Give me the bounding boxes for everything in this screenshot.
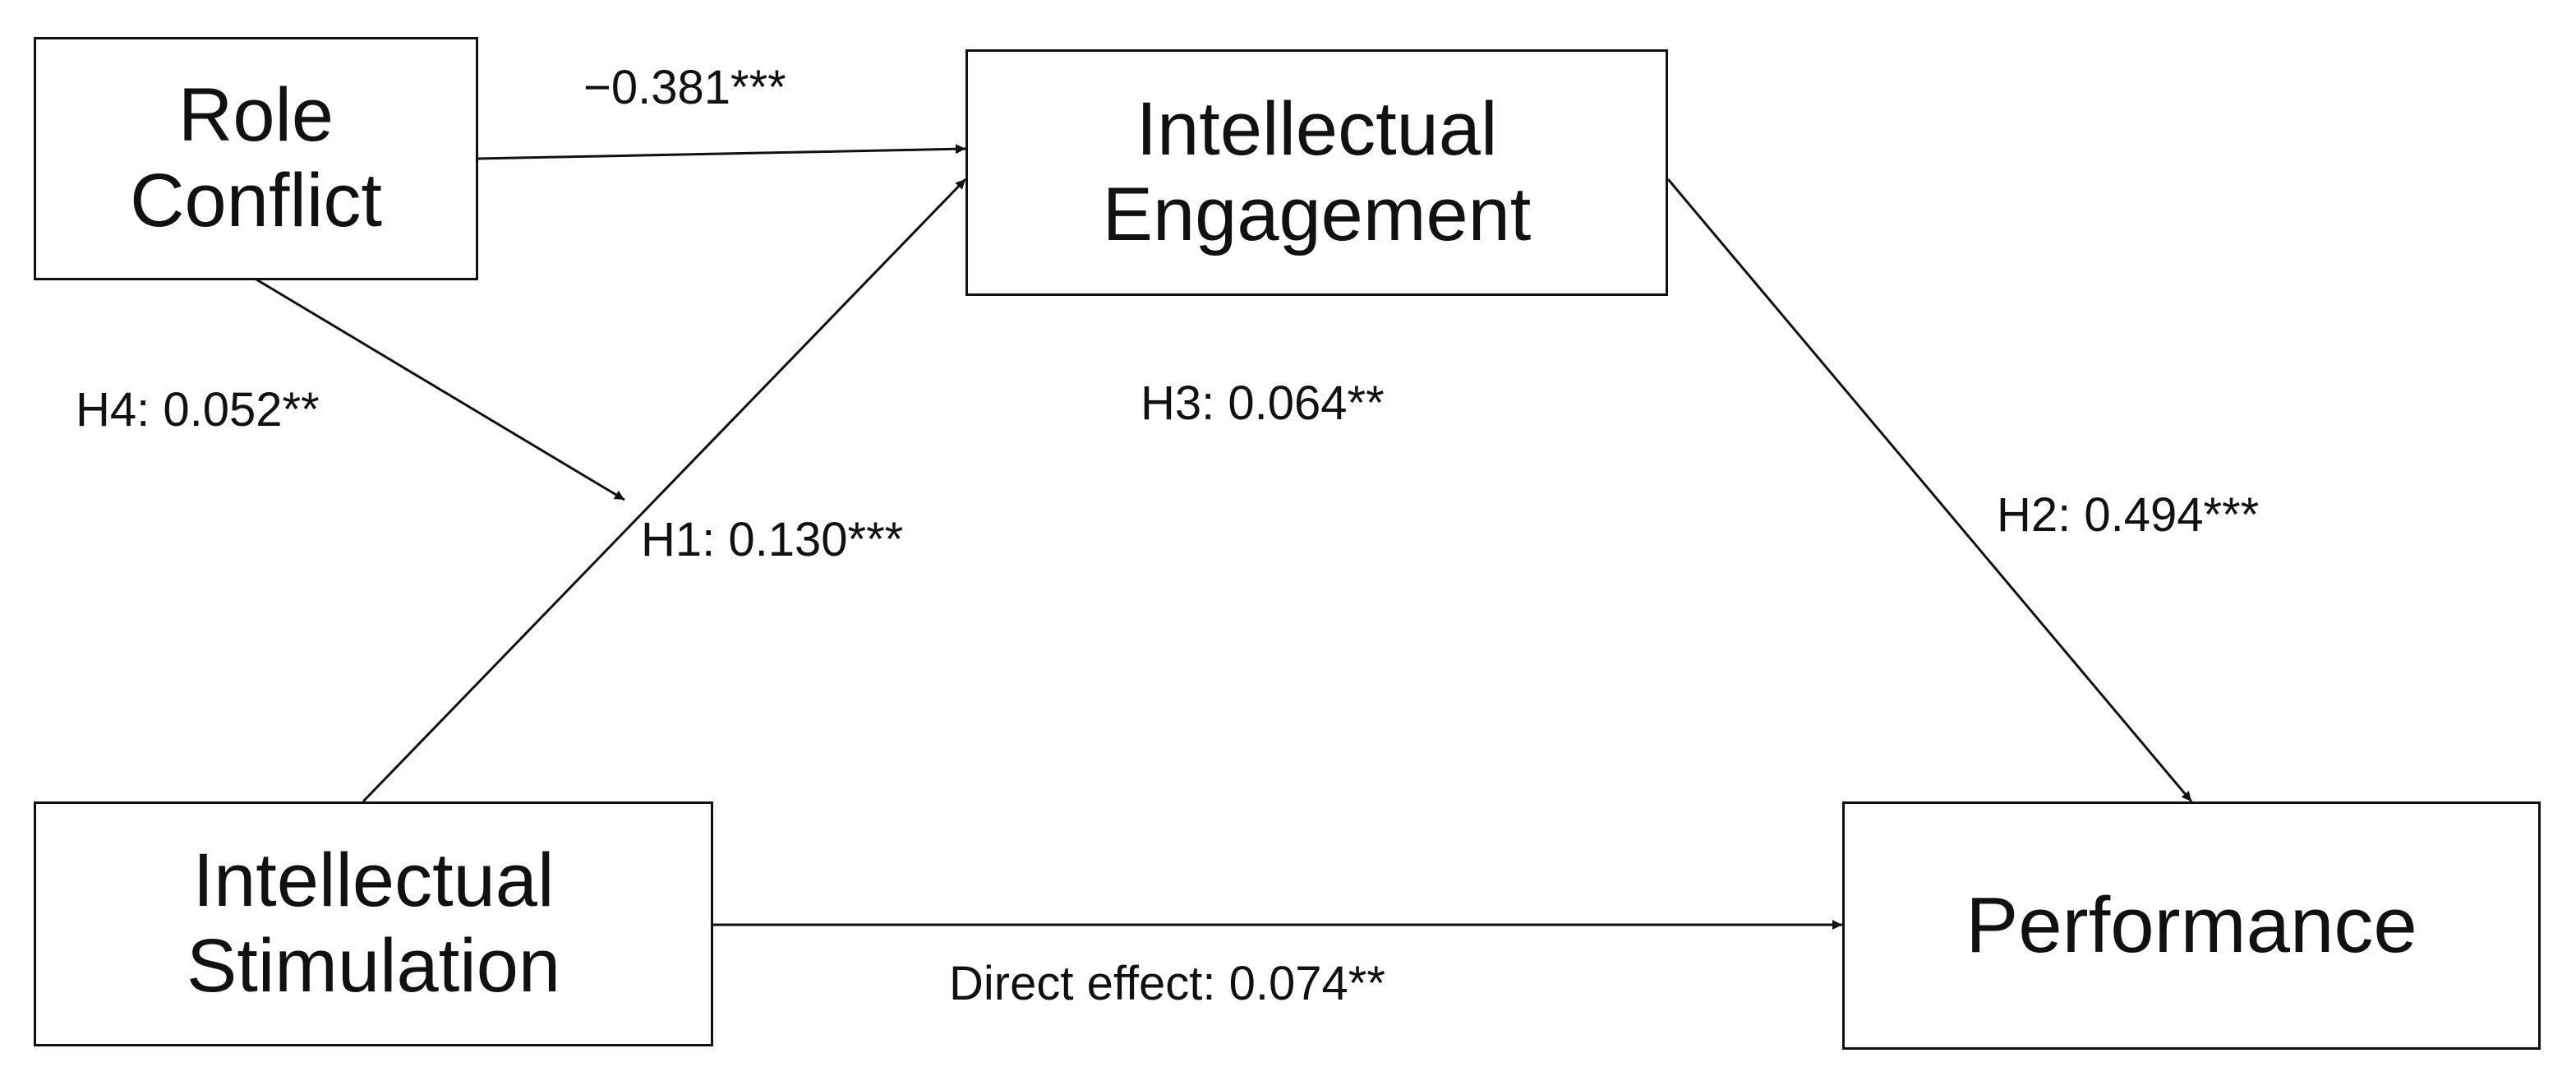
arrow-engagement-to-performance [1666, 178, 2193, 802]
node-engagement-line1: Intellectual [1136, 87, 1498, 172]
node-performance-line1: Performance [1965, 880, 2417, 969]
node-intellectual-stimulation: Intellectual Stimulation [34, 801, 713, 1046]
node-role-conflict-line2: Conflict [130, 159, 382, 242]
arrow-stimulation-to-engagement [362, 178, 967, 803]
edge-label-h1: H1: 0.130*** [641, 513, 904, 566]
edge-label-h2: H2: 0.494*** [1997, 488, 2260, 542]
node-engagement-line2: Engagement [1102, 173, 1532, 256]
node-performance: Performance [1842, 801, 2541, 1050]
node-role-conflict-line1: Role [177, 73, 334, 158]
edge-label-direct-effect: Direct effect: 0.074** [949, 957, 1385, 1010]
arrow-role-conflict-moderation [256, 278, 625, 501]
node-stimulation-line1: Intellectual [192, 838, 555, 923]
node-intellectual-engagement: Intellectual Engagement [965, 49, 1668, 296]
arrow-role-conflict-to-engagement [477, 144, 966, 160]
edge-label-h4: H4: 0.052** [76, 383, 320, 436]
node-role-conflict: Role Conflict [34, 37, 478, 280]
edge-label-h3: H3: 0.064** [1141, 376, 1385, 430]
edge-label-rc-to-ie: −0.381*** [583, 61, 786, 114]
node-stimulation-line2: Stimulation [186, 924, 561, 1008]
